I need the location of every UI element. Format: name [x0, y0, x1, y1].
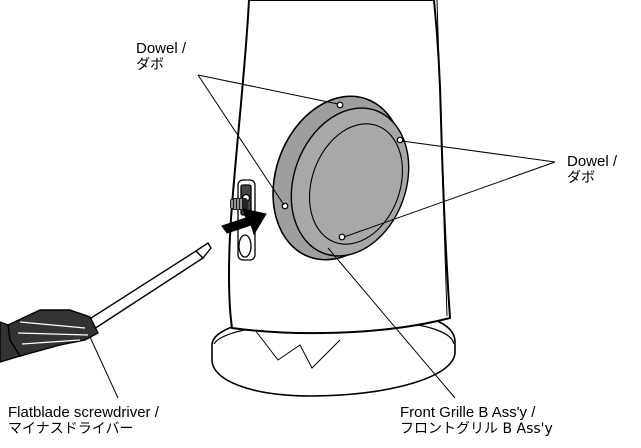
leader-dowel-left-a: [197, 74, 339, 105]
grille-dowel-bottom: [338, 233, 346, 241]
label-dowel-right: Dowel / ダボ: [567, 153, 618, 187]
flatblade-screwdriver: [0, 242, 212, 363]
label-screwdriver-jp: マイナスドライバー: [8, 421, 134, 437]
body-edge-line: [436, 0, 448, 317]
insert-arrow: [221, 208, 267, 236]
label-dowel-right-en: Dowel /: [567, 153, 618, 170]
leader-lines: [89, 74, 556, 399]
leader-grille: [327, 247, 456, 399]
label-grille-en: Front Grille B Ass'y /: [400, 404, 536, 421]
label-grille: Front Grille B Ass'y / フロントグリル B Ass'y: [400, 404, 553, 438]
grille-dowel-top: [336, 101, 344, 109]
leader-dowel-left-b: [197, 74, 285, 206]
leader-dowel-right-a: [401, 140, 556, 163]
label-dowel-right-jp: ダボ: [567, 170, 595, 186]
label-dowel-left: Dowel / ダボ: [136, 40, 187, 74]
front-grille-b: [272, 95, 410, 261]
label-grille-jp: フロントグリル B Ass'y: [400, 421, 553, 437]
label-screwdriver: Flatblade screwdriver / マイナスドライバー: [8, 404, 159, 438]
leader-dowel-right-b: [343, 161, 556, 238]
label-dowel-left-en: Dowel /: [136, 40, 187, 57]
leader-screwdriver: [89, 336, 119, 399]
label-screwdriver-en: Flatblade screwdriver /: [8, 404, 159, 421]
label-dowel-left-jp: ダボ: [136, 57, 164, 73]
body-dowel: [230, 198, 248, 210]
grille-dowel-right: [396, 136, 404, 144]
